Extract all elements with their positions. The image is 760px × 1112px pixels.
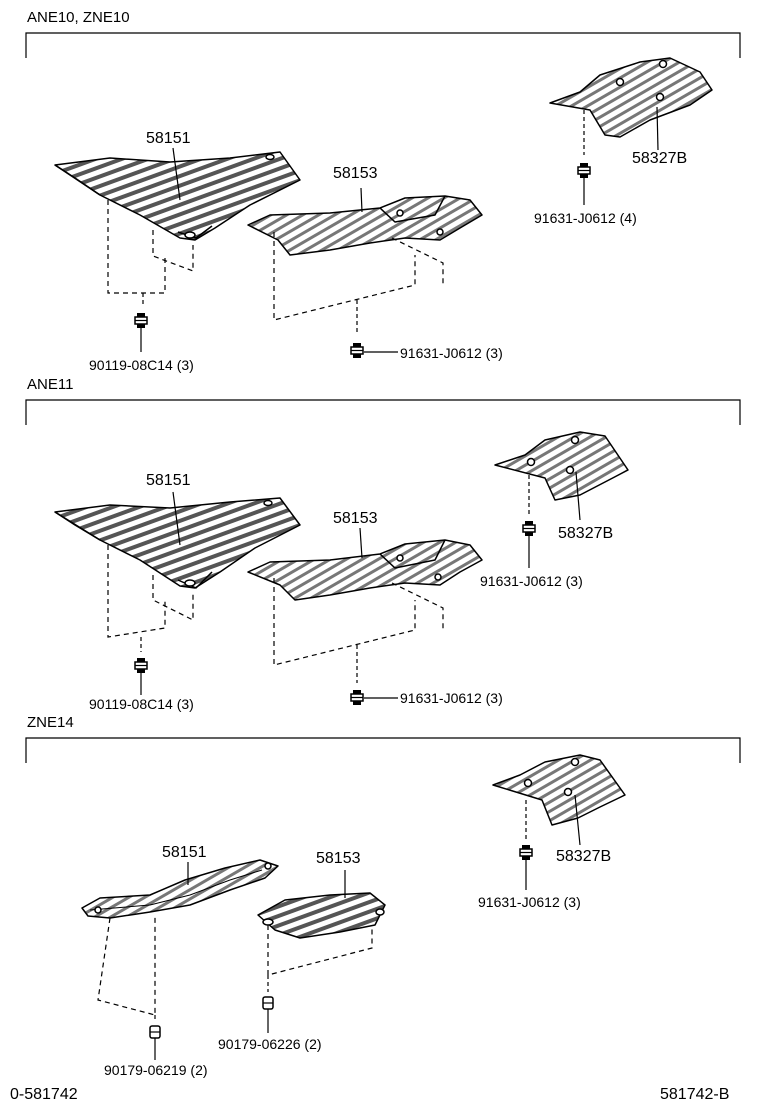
- fastener-middle-s3: 90179-06226 (2): [218, 1036, 322, 1052]
- heat-insulator-58327B-s2: [494, 431, 629, 501]
- heat-insulator-58327B-s3: [492, 754, 626, 826]
- part-number-middle-s1: 58153: [333, 165, 378, 182]
- leader-lines-s1-mid: [273, 187, 444, 335]
- fastener-left-s1: 90119-08C14 (3): [89, 357, 194, 373]
- section-header-1: ANE10, ZNE10: [27, 9, 130, 26]
- part-number-left-s3: 58151: [162, 844, 207, 861]
- part-number-middle-s2: 58153: [333, 510, 378, 527]
- heat-insulator-58153-s2: [247, 539, 483, 601]
- leader-lines-s3-left: [97, 862, 189, 1022]
- section-bracket-3: [25, 737, 741, 763]
- fastener-middle-s1: 91631-J0612 (3): [400, 345, 503, 361]
- section-header-2: ANE11: [27, 376, 74, 393]
- part-number-right-s3: 58327B: [556, 848, 612, 865]
- footer-right-code: 581742-B: [660, 1086, 730, 1103]
- bolt-icon: [522, 520, 536, 537]
- bolt-icon: [134, 312, 148, 329]
- heat-insulator-58151-s1: [54, 151, 301, 241]
- heat-insulator-58153-s3: [257, 892, 386, 939]
- fastener-middle-s2: 91631-J0612 (3): [400, 690, 503, 706]
- bolt-icon: [134, 657, 148, 674]
- leader-lines-s2-right: [528, 471, 581, 521]
- part-number-left-s1: 58151: [146, 130, 191, 147]
- part-number-right-s2: 58327B: [558, 525, 614, 542]
- leader-lines-s1-right: [583, 106, 659, 155]
- heat-insulator-58151-s3: [81, 859, 279, 919]
- clip-icon: [149, 1025, 161, 1039]
- bolt-icon: [577, 162, 591, 179]
- fastener-right-s3: 91631-J0612 (3): [478, 894, 581, 910]
- bolt-icon: [350, 689, 364, 706]
- part-number-middle-s3: 58153: [316, 850, 361, 867]
- fastener-right-s1: 91631-J0612 (4): [534, 210, 637, 226]
- fastener-right-s2: 91631-J0612 (3): [480, 573, 583, 589]
- part-number-right-s1: 58327B: [632, 150, 688, 167]
- clip-icon: [262, 996, 274, 1010]
- fastener-left-s3: 90179-06219 (2): [104, 1062, 208, 1078]
- leader-lines-s3-mid: [267, 870, 373, 992]
- footer-left-code: 0-581742: [10, 1086, 78, 1103]
- fastener-left-s2: 90119-08C14 (3): [89, 696, 194, 712]
- leader-lines-s3-right: [525, 794, 581, 846]
- leader-lines-s1-left: [107, 147, 194, 305]
- leader-lines-s2-mid: [273, 527, 444, 683]
- leader-lines-s2-left: [107, 491, 194, 652]
- section-bracket-1: [25, 32, 741, 58]
- bolt-icon: [519, 844, 533, 861]
- section-header-3: ZNE14: [27, 714, 74, 731]
- heat-insulator-58151-s2: [54, 497, 301, 589]
- part-number-left-s2: 58151: [146, 472, 191, 489]
- heat-insulator-58153-s1: [247, 195, 483, 256]
- section-bracket-2: [25, 399, 741, 425]
- bolt-icon: [350, 342, 364, 359]
- heat-insulator-58327B-s1: [549, 57, 713, 138]
